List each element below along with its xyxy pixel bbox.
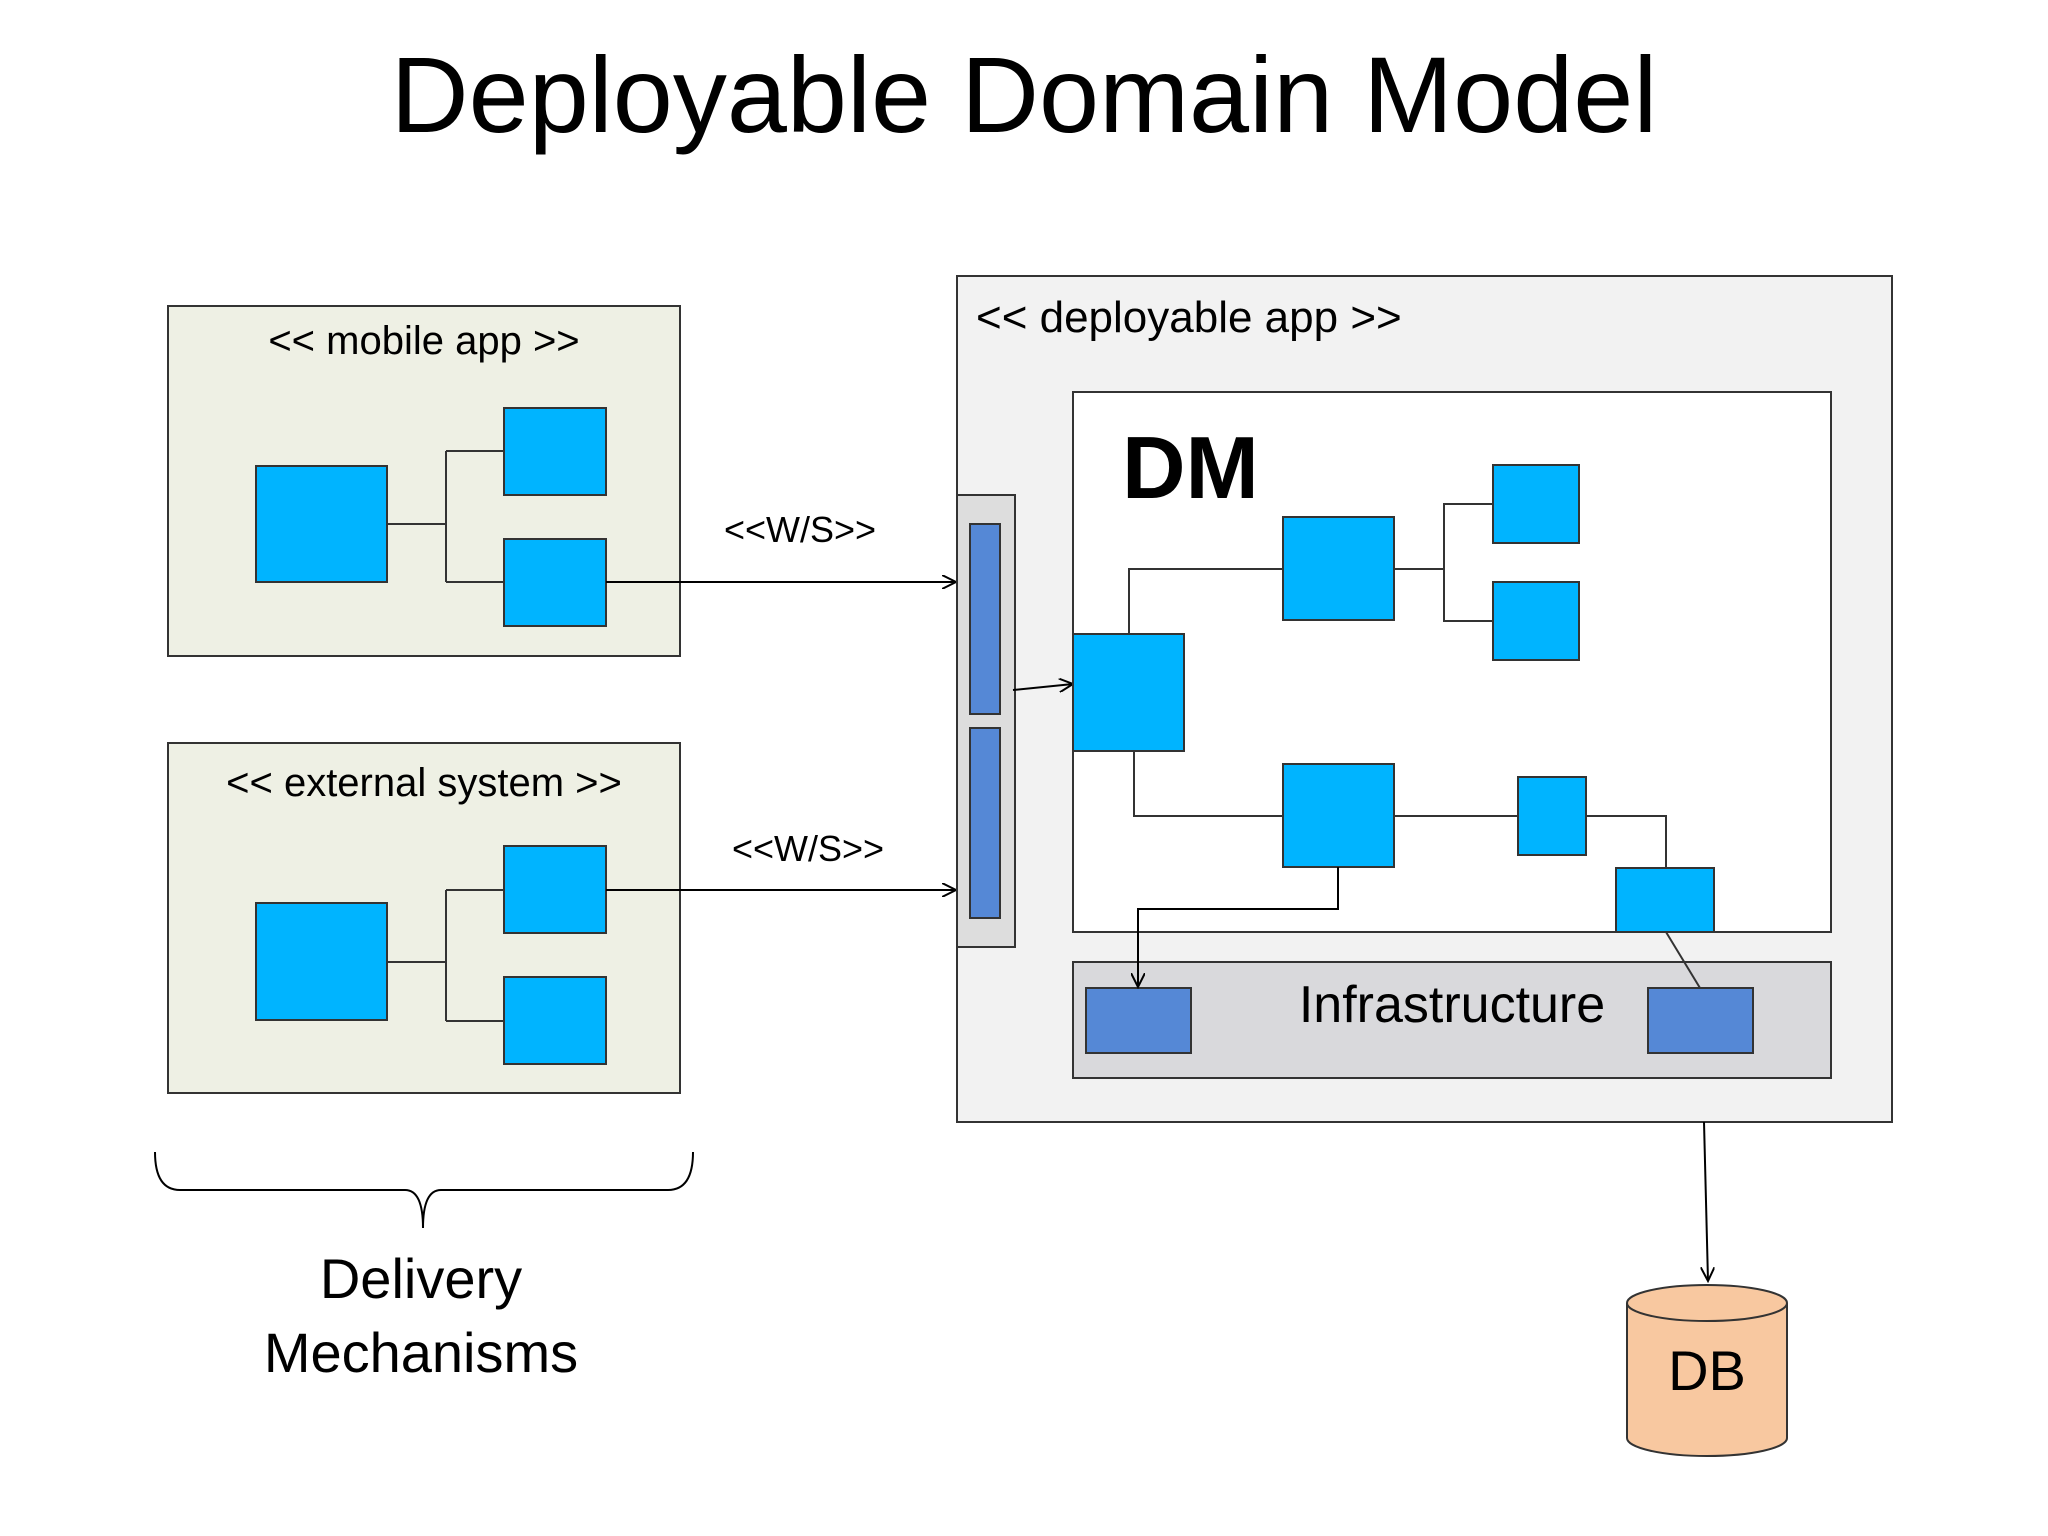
delivery-mechanisms-label-line2: Mechanisms [264,1321,578,1384]
dm-to-infrastructure-link [1665,931,1701,989]
deployable-app-label: << deployable app >> [976,293,1402,342]
infrastructure-label: Infrastructure [1299,976,1605,1034]
mobile-app-component-bottom [503,538,607,627]
mobile-app-component-top [503,407,607,496]
gateway-to-dm-arrow [1012,684,1073,690]
dm-component-lower [1282,763,1395,868]
page-title: Deployable Domain Model [391,34,1658,155]
dm-connector [1586,815,1667,868]
external-system-component-top [503,845,607,934]
dm-component-lower-small [1517,776,1587,856]
mobile-app-label: << mobile app >> [268,319,579,363]
mobile-app-component-main [255,465,388,583]
external-system-component-main [255,902,388,1021]
delivery-mechanisms-label-line1: Delivery [320,1247,522,1310]
external-ws-label: <<W/S>> [732,828,884,869]
database-label: DB [1668,1339,1746,1402]
dm-connector [1128,568,1283,634]
delivery-mechanisms-brace [154,1151,694,1229]
mobile-ws-label: <<W/S>> [724,509,876,550]
dm-entry-component [1072,633,1185,752]
external-system-label: << external system >> [226,761,622,805]
gateway-adapter-top [969,523,1001,715]
gateway-adapter-bottom [969,727,1001,919]
domain-model-label: DM [1122,418,1259,517]
dm-connector [1133,751,1283,817]
infrastructure-adapter-right [1647,987,1754,1054]
infrastructure-adapter-left [1085,987,1192,1054]
app-to-db-arrow [1704,1121,1708,1281]
domain-model-box [1072,391,1832,933]
database-cylinder: DB [1626,1284,1788,1457]
dm-component-lower-right [1615,867,1715,933]
dm-component-upper [1282,516,1395,621]
deployable-app-box: << deployable app >> DM Infrastructure [956,275,1893,1123]
dm-component-upper-right-bottom [1492,581,1580,661]
dm-to-infrastructure-arrow [1138,867,1339,987]
dm-connector [1443,503,1493,622]
mobile-app-box: << mobile app >> [167,305,681,657]
external-system-box: << external system >> [167,742,681,1094]
dm-component-upper-right-top [1492,464,1580,544]
external-system-component-bottom [503,976,607,1065]
